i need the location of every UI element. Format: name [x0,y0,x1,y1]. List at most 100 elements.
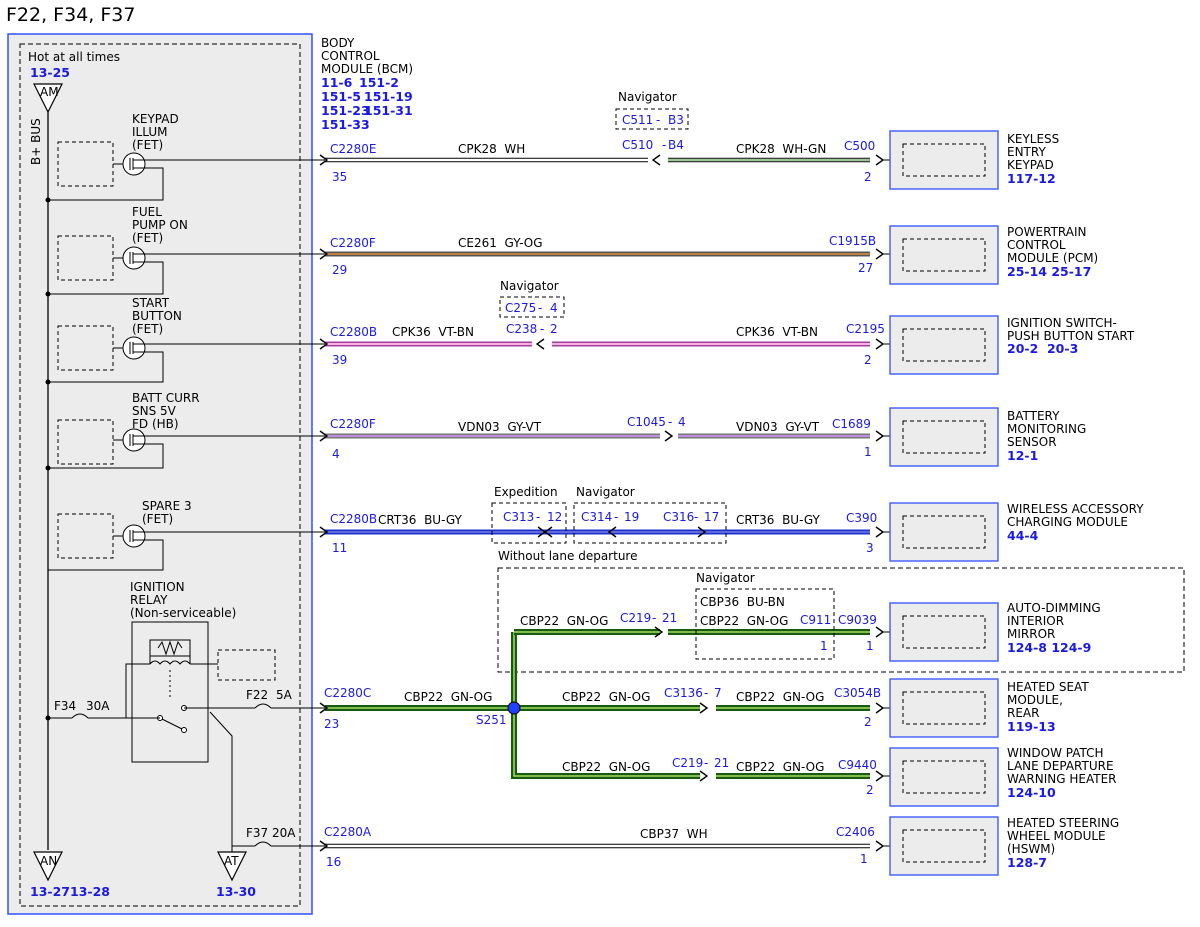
svg-text:151-23: 151-23 [321,103,370,118]
ref-13-28[interactable]: 13-28 [70,884,110,899]
svg-text:AT: AT [224,854,239,868]
svg-text:-: - [656,113,660,127]
module-ignition-switch[interactable]: IGNITION SWITCH- PUSH BUTTON START 20-2 … [889,315,1135,375]
svg-text:CRT36 BU-GY: CRT36 BU-GY [378,513,463,527]
svg-text:HEATED STEERING: HEATED STEERING [1007,816,1119,830]
svg-text:AUTO-DIMMING: AUTO-DIMMING [1007,601,1101,615]
svg-text:CBP22 GN-OG: CBP22 GN-OG [404,690,492,704]
bcm-module-box [7,33,313,915]
svg-text:AN: AN [40,854,57,868]
svg-text:C313: C313 [503,510,534,524]
hot-ref[interactable]: 13-25 [30,65,70,80]
fet-keypad-illum: KEYPAD ILLUM (FET) [48,112,325,201]
svg-text:SNS 5V: SNS 5V [132,404,177,418]
svg-text:START: START [132,296,170,310]
svg-text:16: 16 [326,855,341,869]
svg-text:MODULE (BCM): MODULE (BCM) [321,62,413,76]
svg-text:C2280C: C2280C [324,686,371,700]
module-battery-sensor[interactable]: BATTERY MONITORING SENSOR 12-1 [889,407,1086,467]
svg-text:124-8 124-9: 124-8 124-9 [1007,640,1091,655]
svg-text:20A: 20A [272,826,296,840]
svg-text:11-6: 11-6 [321,75,353,90]
svg-text:2: 2 [864,715,872,729]
module-heated-steering-wheel[interactable]: HEATED STEERING WHEEL MODULE (HSWM) 128-… [889,816,1119,876]
svg-text:-: - [652,611,656,625]
svg-text:CONTROL: CONTROL [1007,238,1066,252]
svg-text:-: - [538,301,542,315]
svg-text:FD (HB): FD (HB) [132,417,179,431]
svg-text:1: 1 [820,639,828,653]
svg-text:Navigator: Navigator [618,90,677,104]
svg-text:12-1: 12-1 [1007,448,1038,463]
svg-text:4: 4 [332,447,340,461]
svg-text:CBP36 BU-BN: CBP36 BU-BN [700,595,785,609]
svg-text:C510: C510 [622,138,653,152]
svg-text:SPARE 3: SPARE 3 [142,499,192,513]
svg-text:(Non-serviceable): (Non-serviceable) [130,606,236,620]
svg-text:Navigator: Navigator [696,571,755,585]
svg-text:C219: C219 [672,756,703,770]
svg-text:VDN03 GY-VT: VDN03 GY-VT [458,420,542,434]
module-pcm[interactable]: POWERTRAIN CONTROL MODULE (PCM) 25-14 25… [889,225,1098,285]
fet-fuel-pump-on: FUEL PUMP ON (FET) [48,205,325,295]
svg-text:-: - [536,510,540,524]
svg-text:C2280B: C2280B [330,512,377,526]
svg-text:CONTROL: CONTROL [321,49,380,63]
svg-text:CPK28 WH-GN: CPK28 WH-GN [736,142,826,156]
svg-text:MODULE,: MODULE, [1007,693,1063,707]
svg-text:29: 29 [332,263,347,277]
svg-text:C911: C911 [800,613,831,627]
svg-text:(HSWM): (HSWM) [1007,842,1055,856]
svg-text:21: 21 [714,756,729,770]
bus-label: B+ BUS [29,118,43,165]
circuit-cbp22-harness: S251 C2280C 23 CBP22 GN-OG CBP22 GN-OG C… [319,571,903,797]
svg-text:C9039: C9039 [838,613,877,627]
svg-text:ILLUM: ILLUM [132,125,167,139]
module-auto-dimming-mirror[interactable]: AUTO-DIMMING INTERIOR MIRROR 124-8 124-9 [889,601,1101,662]
circuit-battery-sensor: C2280F 4 VDN03 GY-VT C1045 - 4 VDN03 GY-… [319,415,903,461]
svg-text:C1689: C1689 [832,417,871,431]
svg-text:4: 4 [550,301,558,315]
svg-text:C9440: C9440 [838,758,877,772]
svg-text:MONITORING: MONITORING [1007,422,1086,436]
svg-text:-: - [662,138,666,152]
svg-text:KEYLESS: KEYLESS [1007,132,1059,146]
svg-text:2: 2 [864,353,872,367]
svg-text:C2280E: C2280E [330,142,377,156]
module-keyless-entry-keypad[interactable]: KEYLESS ENTRY KEYPAD 117-12 [889,130,1059,190]
svg-text:124-10: 124-10 [1007,785,1056,800]
svg-text:C275: C275 [505,301,536,315]
svg-text:MODULE (PCM): MODULE (PCM) [1007,251,1098,265]
svg-text:39: 39 [332,353,347,367]
svg-text:LANE DEPARTURE: LANE DEPARTURE [1007,759,1114,773]
svg-text:2: 2 [864,170,872,184]
module-window-patch-heater[interactable]: WINDOW PATCH LANE DEPARTURE WARNING HEAT… [889,746,1117,807]
at-terminal-icon [217,851,247,882]
svg-text:C2195: C2195 [846,322,885,336]
circuit-keypad: C2280E 35 CPK28 WH C510 - B4 CPK28 WH-GN… [319,90,903,184]
svg-text:44-4: 44-4 [1007,528,1039,543]
svg-text:2: 2 [550,322,558,336]
module-heated-seat-rear[interactable]: HEATED SEAT MODULE, REAR 119-13 [889,678,1089,738]
svg-text:PUMP ON: PUMP ON [132,218,188,232]
ref-13-30[interactable]: 13-30 [216,884,256,899]
svg-text:RELAY: RELAY [130,593,168,607]
svg-text:7: 7 [714,686,722,700]
module-wireless-charging[interactable]: WIRELESS ACCESSORY CHARGING MODULE 44-4 [889,502,1144,562]
svg-text:B4: B4 [668,138,684,152]
am-terminal-icon [33,83,63,114]
svg-text:-: - [668,415,672,429]
svg-text:17: 17 [704,510,719,524]
svg-text:CPK36 VT-BN: CPK36 VT-BN [736,325,818,339]
svg-text:WARNING HEATER: WARNING HEATER [1007,772,1117,786]
svg-text:F34: F34 [54,699,76,713]
ref-13-27[interactable]: 13-27 [30,884,70,899]
svg-text:C3054B: C3054B [834,686,881,700]
svg-text:CPK36 VT-BN: CPK36 VT-BN [392,325,474,339]
svg-text:(FET): (FET) [132,322,163,336]
svg-text:C2280F: C2280F [330,236,376,250]
svg-text:25-14 25-17: 25-14 25-17 [1007,264,1091,279]
svg-text:117-12: 117-12 [1007,171,1056,186]
svg-text:WIRELESS ACCESSORY: WIRELESS ACCESSORY [1007,502,1144,516]
